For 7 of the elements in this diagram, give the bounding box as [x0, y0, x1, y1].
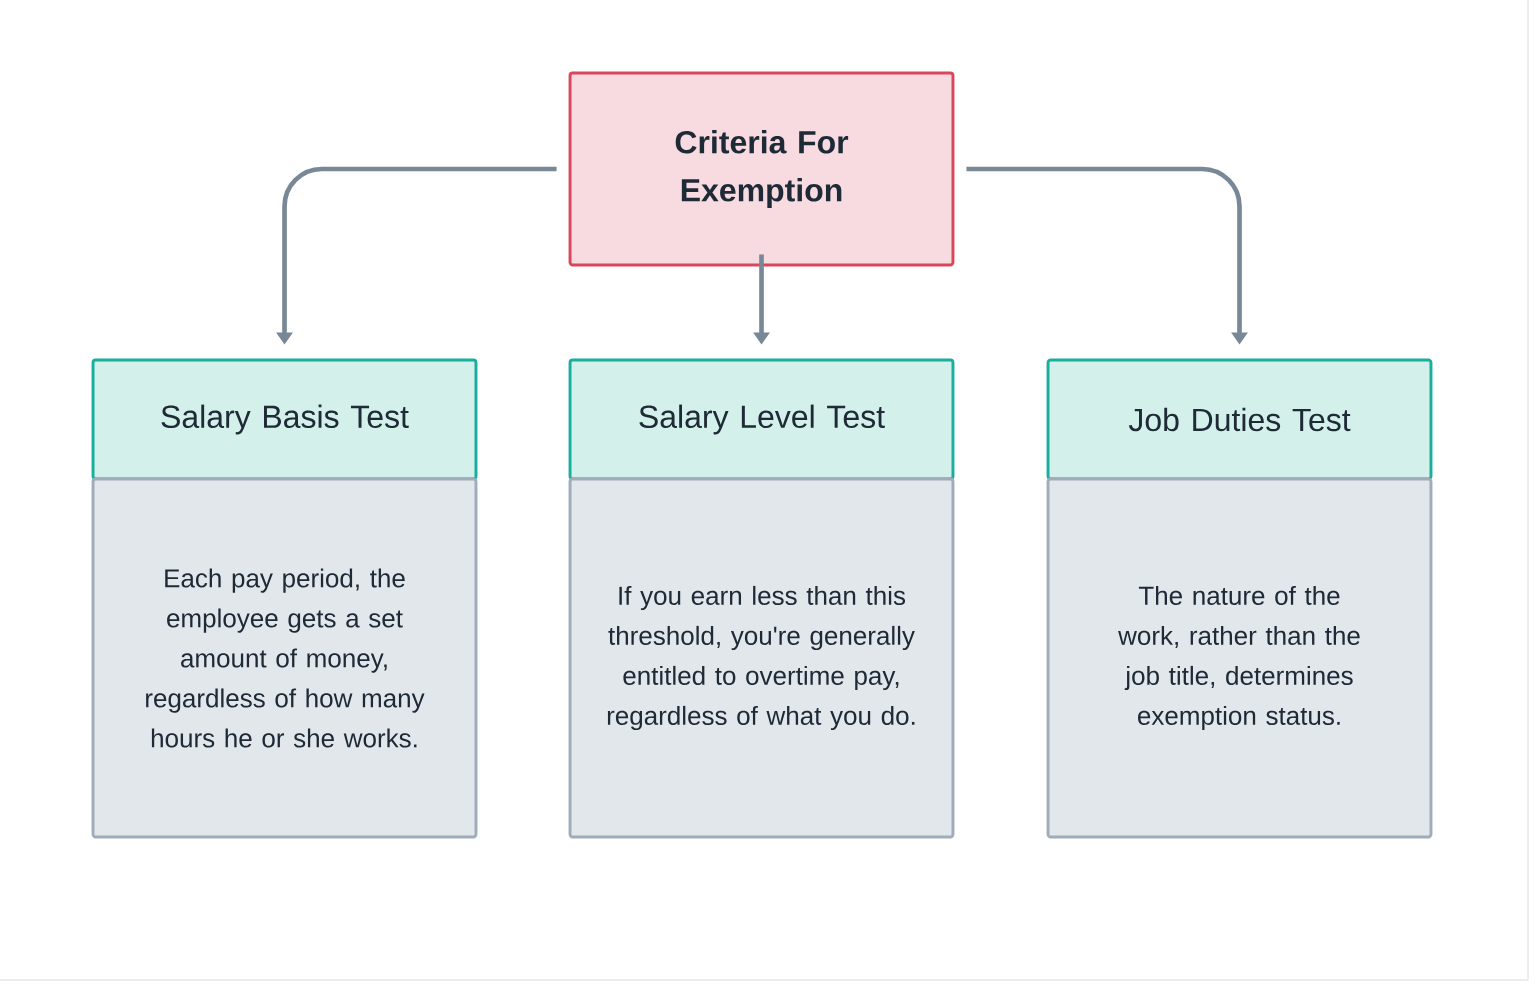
title-box: Criteria For Exemption [568, 71, 955, 267]
header-box: Salary Level Test [568, 358, 955, 481]
description-box: The nature of the work, rather than the job title, determines exemption status. [1046, 477, 1433, 839]
description-box: Each pay period, the employee gets a set amount of money, regardless of how many hours he or she works. [91, 477, 478, 839]
header-box: Salary Basis Test [91, 358, 478, 481]
description-box: If you earn less than this threshold, you're generally entitled to overtime pay, regardless of what you do. [568, 477, 955, 839]
header-box: Job Duties Test [1046, 358, 1433, 481]
